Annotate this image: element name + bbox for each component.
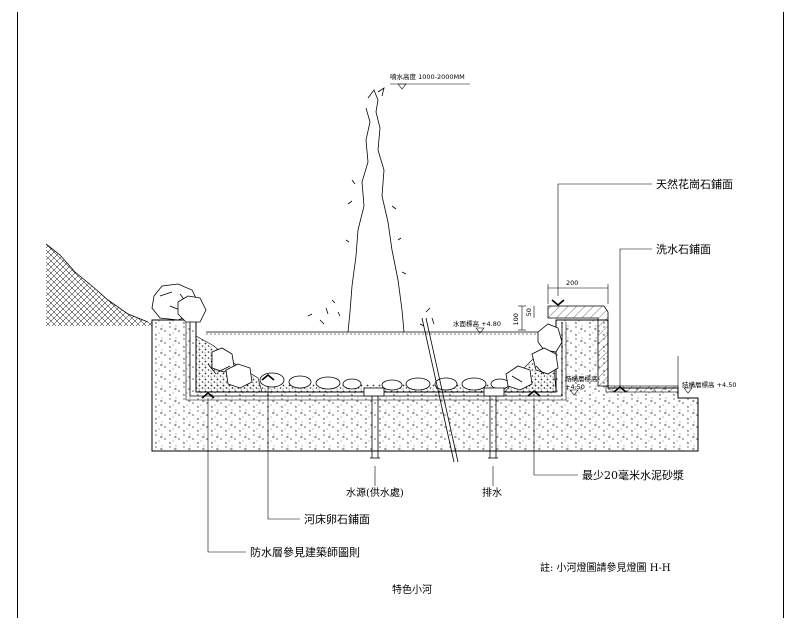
drain-label: 排水	[482, 488, 502, 499]
structure-level-right-label: 結構層標高 +4.50	[682, 381, 737, 389]
outlet-pipes	[363, 387, 505, 459]
riverbed-cobbles	[259, 372, 510, 391]
spray-height-label: 噴水高度 1000-2000MM	[390, 73, 465, 81]
structure-level-left-value: +4.50	[565, 383, 585, 391]
structure-level-left-label: 結構層標高	[565, 375, 598, 383]
right-boulders	[505, 323, 563, 391]
washed-stone-paving-label: 洗水石鋪面	[656, 243, 711, 256]
level-markers	[390, 83, 693, 396]
left-boulders	[151, 283, 253, 389]
fountain-spray	[307, 87, 435, 333]
waterproof-label: 防水層參見建築師圖則	[250, 546, 360, 559]
water-level-label: 水面標高 +4.80	[453, 320, 501, 328]
riverbed-paving-label: 河床卵石鋪面	[304, 513, 370, 526]
drawing-title: 特色小河	[392, 585, 432, 596]
leader-lines	[207, 183, 652, 553]
dim-200-label: 200	[566, 279, 579, 287]
granite-paving-label: 天然花崗石鋪面	[656, 178, 733, 191]
dim-100-label: 100	[511, 313, 520, 326]
hillside	[45, 243, 152, 326]
sheet-border-right	[783, 12, 784, 618]
granite-coping	[547, 305, 679, 393]
water-source-label: 水源(供水處)	[346, 488, 404, 499]
sheet-border-left	[17, 12, 18, 618]
note-text: 註: 小河燈圖請參見燈圖 H-H	[540, 563, 671, 574]
dim-50-label: 50	[524, 308, 533, 317]
mortar-label: 最少20毫米水泥砂漿	[582, 469, 684, 482]
supply-pipe	[421, 317, 459, 463]
